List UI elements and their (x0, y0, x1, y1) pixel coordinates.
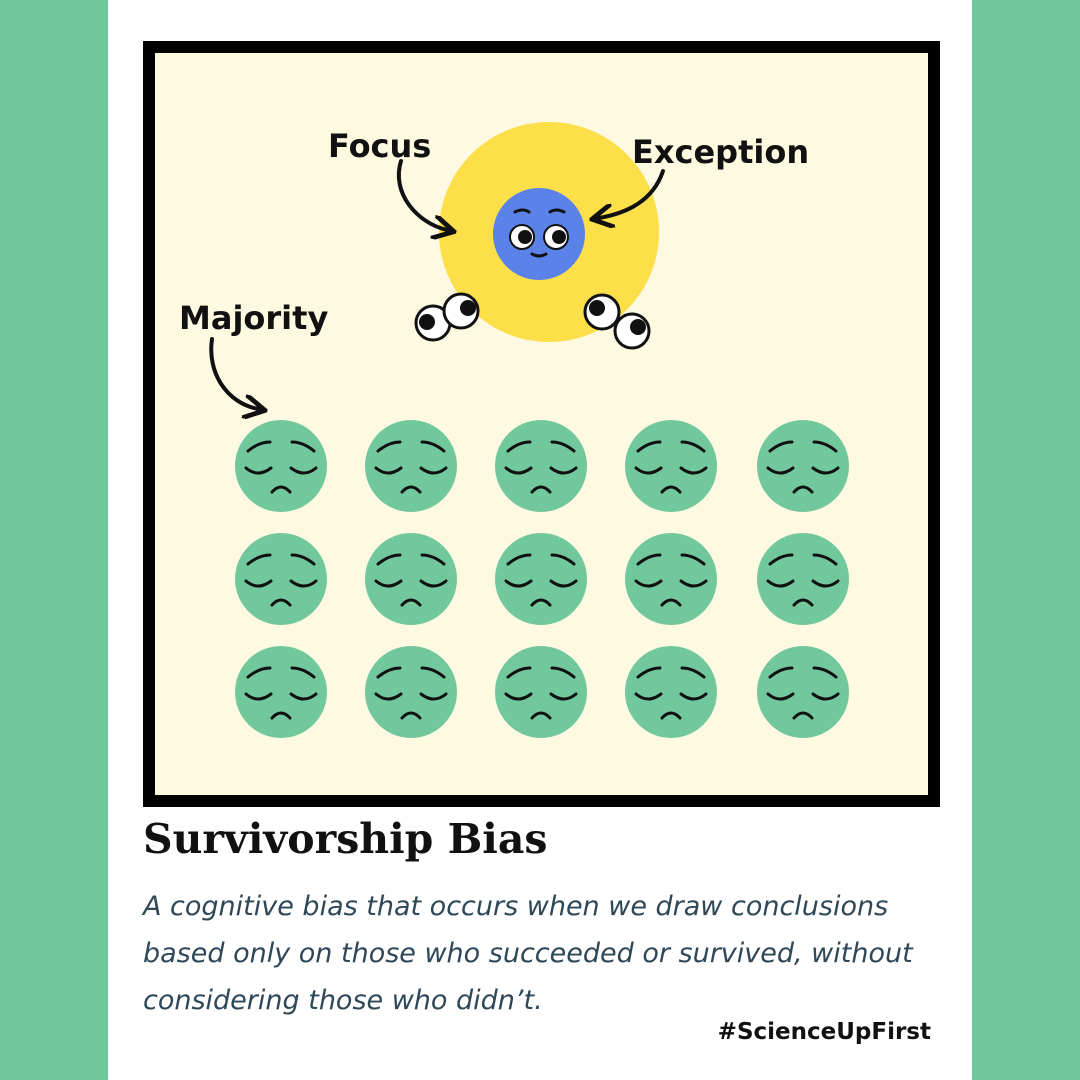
page-title: Survivorship Bias (143, 815, 548, 863)
description: A cognitive bias that occurs when we dra… (143, 891, 913, 1016)
sad-face-icon (365, 646, 457, 738)
sad-face-icon (625, 420, 717, 512)
arrow-icon (599, 169, 665, 218)
sad-face-icon (757, 420, 849, 512)
card: Focus Exception Majority Survivorship Bi… (108, 0, 972, 1080)
sad-face-icon (365, 533, 457, 625)
eyes-icon (414, 292, 480, 342)
label-exception: Exception (632, 133, 810, 171)
illustration (209, 122, 849, 738)
sad-face-icon (625, 533, 717, 625)
eyes-icon (583, 293, 651, 350)
sad-face-icon (495, 420, 587, 512)
arrow-icon (209, 337, 258, 409)
hashtag: #ScienceUpFirst (717, 1019, 931, 1045)
majority-faces (235, 420, 849, 738)
sad-face-icon (495, 646, 587, 738)
sad-face-icon (625, 646, 717, 738)
sad-face-icon (757, 533, 849, 625)
illustration-frame: Focus Exception Majority (143, 41, 940, 807)
sad-face-icon (235, 420, 327, 512)
exception-face-icon (493, 188, 585, 280)
sad-face-icon (235, 533, 327, 625)
label-majority: Majority (179, 299, 329, 337)
arrow-icon (396, 159, 447, 230)
sad-face-icon (757, 646, 849, 738)
sad-face-icon (235, 646, 327, 738)
label-focus: Focus (328, 127, 432, 165)
sad-face-icon (495, 533, 587, 625)
sad-face-icon (365, 420, 457, 512)
